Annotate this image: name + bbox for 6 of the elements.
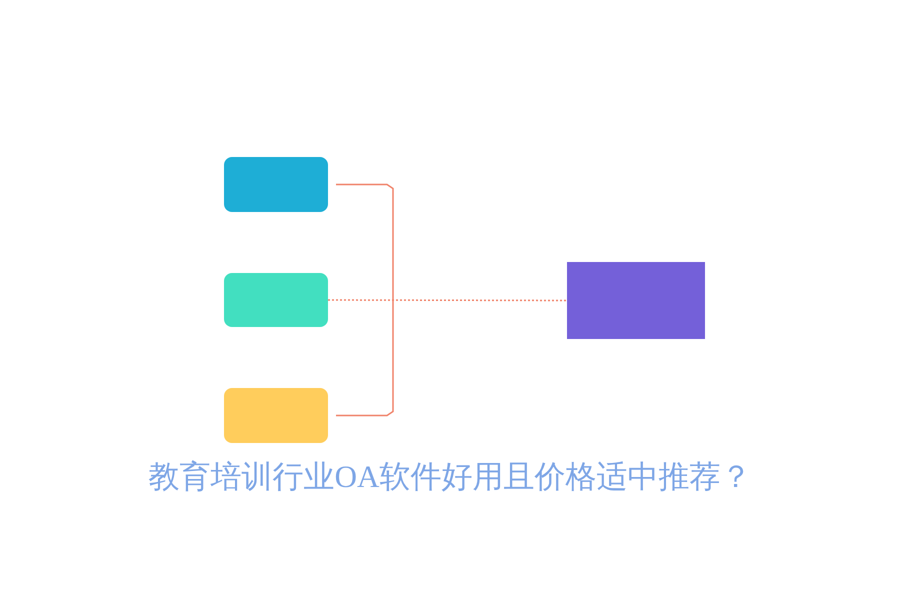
rounded-box [224,157,328,212]
rounded-box [224,273,328,327]
dotted-connector [328,299,567,302]
title: 教育培训行业OA软件好用且价格适中推荐？ [148,458,752,496]
rounded-box [224,388,328,443]
target-box [567,262,705,339]
